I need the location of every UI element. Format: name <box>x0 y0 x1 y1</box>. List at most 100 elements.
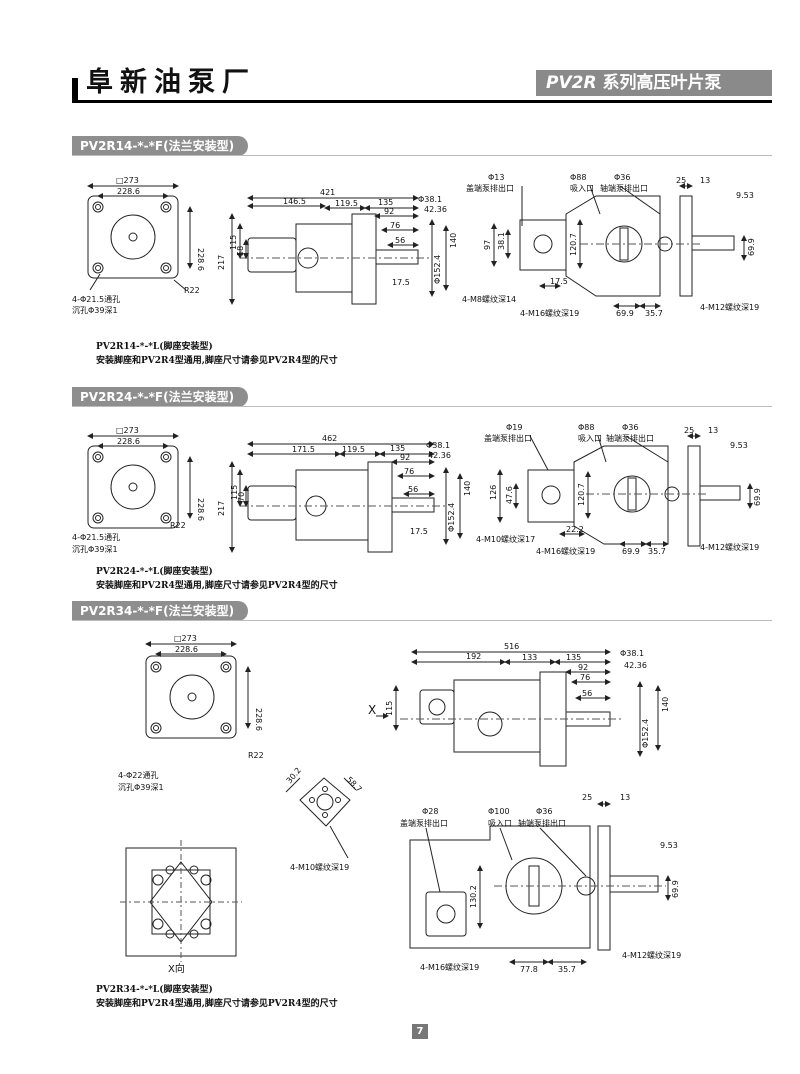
end-2-h1: 22.2 <box>566 525 584 534</box>
side-2-pilot: Φ152.4 <box>447 503 456 532</box>
note-2-line2: 安装脚座和PV2R4型通用,脚座尺寸请参见PV2R4型的尺寸 <box>96 581 338 591</box>
side-2-shaft: Φ38.1 <box>426 441 450 450</box>
side-1-pilot: Φ152.4 <box>433 255 442 284</box>
side-1-g: 17.5 <box>392 278 410 287</box>
side-1-h3: 58 <box>236 246 245 256</box>
end-3-d2: 13 <box>620 793 630 802</box>
side-3-key: 42.36 <box>624 661 647 670</box>
end-2-v2: 47.6 <box>505 486 514 504</box>
side-1-shaft: Φ38.1 <box>418 195 442 204</box>
side-3-shaft: Φ38.1 <box>620 649 644 658</box>
flange-1-h: 228.6 <box>196 248 205 271</box>
section-note-3: PV2R34-*-*L(脚座安装型) 安装脚座和PV2R4型通用,脚座尺寸请参见… <box>96 983 338 1011</box>
side-3-l: 516 <box>504 642 519 651</box>
flange-2-w: 228.6 <box>117 437 140 446</box>
side-3-ph: 140 <box>661 697 670 712</box>
side-3-a: 192 <box>466 652 481 661</box>
flange-2-holes: 4-Φ21.5通孔 <box>72 532 120 542</box>
side-2-g: 17.5 <box>410 527 428 536</box>
side-2-e: 76 <box>404 467 414 476</box>
port-3-t: 4-M10螺纹深19 <box>290 862 349 872</box>
end-3-t2: 4-M16螺纹深19 <box>420 962 479 972</box>
flange-1-w: 228.6 <box>117 187 140 196</box>
end-1-v4: 69.9 <box>747 238 756 256</box>
end-2-t3: 4-M12螺纹深19 <box>700 542 759 552</box>
end-1-h3: 35.7 <box>645 309 663 318</box>
series-name: 系列高压叶片泵 <box>602 73 722 93</box>
header-rule <box>72 100 772 103</box>
end-2-v1: 126 <box>489 485 498 500</box>
company-name: 阜新油泵厂 <box>86 67 256 98</box>
end-2-t1: 4-M10螺纹深17 <box>476 534 535 544</box>
end-1-d2: 13 <box>700 176 710 185</box>
end-view-1 <box>491 183 747 309</box>
side-2-d: 92 <box>400 453 410 462</box>
side-1-b: 119.5 <box>335 199 358 208</box>
end-1-d1: 25 <box>676 176 686 185</box>
end-1-v1: 97 <box>483 240 492 250</box>
flange-2-r: R22 <box>170 521 186 530</box>
end-2-d2: 13 <box>708 426 718 435</box>
end-view-2 <box>497 433 753 547</box>
port-3-b: 58.7 <box>345 775 364 794</box>
section-note-1: PV2R14-*-*L(脚座安装型) 安装脚座和PV2R4型通用,脚座尺寸请参见… <box>96 340 338 368</box>
section-title-2: PV2R24-*-*F(法兰安装型) <box>72 387 249 407</box>
end-3-key: 9.53 <box>660 841 678 850</box>
section-title-3: PV2R34-*-*F(法兰安装型) <box>72 601 249 621</box>
end-2-v3: 120.7 <box>577 483 586 506</box>
end-3-v4: 69.9 <box>671 880 680 898</box>
flange-3-sq: □273 <box>174 634 197 643</box>
end-1-v2: 38.1 <box>497 232 506 250</box>
section-rule-2 <box>72 406 772 407</box>
end-2-t2: 4-M16螺纹深19 <box>536 546 595 556</box>
flange-3-h: 228.6 <box>254 708 263 731</box>
end-3-inlet: Φ100 <box>488 807 510 816</box>
end-3-t3: 4-M12螺纹深19 <box>622 950 681 960</box>
end-3-h3: 35.7 <box>558 965 576 974</box>
series-tab: PV2R 系列高压叶片泵 <box>536 70 772 96</box>
side-2-key: 42.36 <box>428 451 451 460</box>
end-1-inlet: Φ88 <box>570 173 586 182</box>
end-1-key: 9.53 <box>736 191 754 200</box>
page-number: 7 <box>412 1024 428 1039</box>
side-2-b: 119.5 <box>342 445 365 454</box>
side-view-1 <box>229 195 449 305</box>
section-note-2: PV2R24-*-*L(脚座安装型) 安装脚座和PV2R4型通用,脚座尺寸请参见… <box>96 565 338 593</box>
flange-1-r: R22 <box>184 286 200 295</box>
note-1-line2: 安装脚座和PV2R4型通用,脚座尺寸请参见PV2R4型的尺寸 <box>96 356 338 366</box>
side-2-ph: 140 <box>463 481 472 496</box>
end-3-inlet-label: 吸入口 <box>488 819 512 828</box>
end-2-key: 9.53 <box>730 441 748 450</box>
note-3-line1: PV2R34-*-*L(脚座安装型) <box>96 985 213 995</box>
end-3-h2: 77.8 <box>520 965 538 974</box>
flange-3-r: R22 <box>248 751 264 760</box>
side-2-h1: 217 <box>217 501 226 516</box>
end-3-o2: Φ36 <box>536 807 552 816</box>
side-1-key: 42.36 <box>424 205 447 214</box>
side-1-c: 135 <box>378 198 393 207</box>
side-3-x: X <box>368 703 376 717</box>
side-3-e: 76 <box>580 673 590 682</box>
note-1-line1: PV2R14-*-*L(脚座安装型) <box>96 342 213 352</box>
end-2-o1-label: 盖端泵排出口 <box>484 433 532 443</box>
side-3-d: 92 <box>578 663 588 672</box>
flange-3-holes: 4-Φ22通孔 <box>118 770 158 780</box>
end-3-d1: 25 <box>582 793 592 802</box>
end-3-o1: Φ28 <box>422 807 438 816</box>
port-pad-3 <box>285 777 357 859</box>
x-view-3 <box>120 840 242 962</box>
end-2-h3: 35.7 <box>648 547 666 556</box>
end-2-inlet-label: 吸入口 <box>578 434 602 443</box>
end-3-v3: 130.2 <box>469 885 478 908</box>
end-1-o1: Φ13 <box>488 173 504 182</box>
end-1-h1: 17.5 <box>550 277 568 286</box>
end-1-inlet-label: 吸入口 <box>570 184 594 193</box>
side-view-2 <box>229 441 463 553</box>
side-1-a: 146.5 <box>283 197 306 206</box>
side-1-ph: 140 <box>449 233 458 248</box>
end-1-o1-label: 盖端泵排出口 <box>466 183 514 193</box>
side-3-f: 56 <box>582 689 592 698</box>
side-2-h2: 115 <box>230 485 239 500</box>
flange-3-w: 228.6 <box>175 645 198 654</box>
port-3-a: 30.2 <box>285 766 303 785</box>
